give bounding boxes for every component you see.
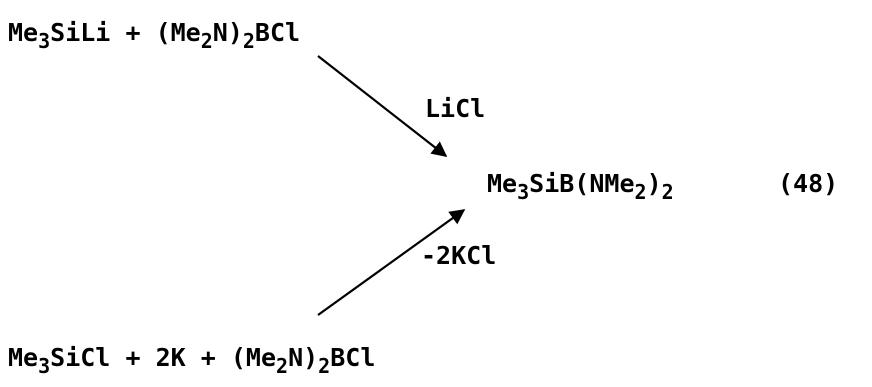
bottom-reaction-arrow <box>317 209 466 316</box>
product: Me3SiB(NMe2)2 <box>487 169 674 204</box>
trimethylsilyl-chloride: Me3SiCl <box>8 343 111 378</box>
trimethylsilyl-lithium: Me3SiLi <box>8 18 111 53</box>
bottom-byproduct-label: -2KCl <box>421 241 497 270</box>
plus-sign: + <box>200 343 216 372</box>
plus-sign: + <box>125 18 141 47</box>
chloroborane: (Me2N)2BCl <box>155 18 301 53</box>
potassium: 2K <box>155 343 186 372</box>
plus-sign: + <box>125 343 141 372</box>
equation-number: (48) <box>778 169 839 198</box>
chloroborane: (Me2N)2BCl <box>230 343 376 378</box>
top-reactants: Me3SiLi + (Me2N)2BCl <box>8 18 301 53</box>
top-reaction-arrow <box>317 55 448 157</box>
top-byproduct-label: LiCl <box>425 94 486 123</box>
bottom-reactants: Me3SiCl + 2K + (Me2N)2BCl <box>8 343 376 378</box>
